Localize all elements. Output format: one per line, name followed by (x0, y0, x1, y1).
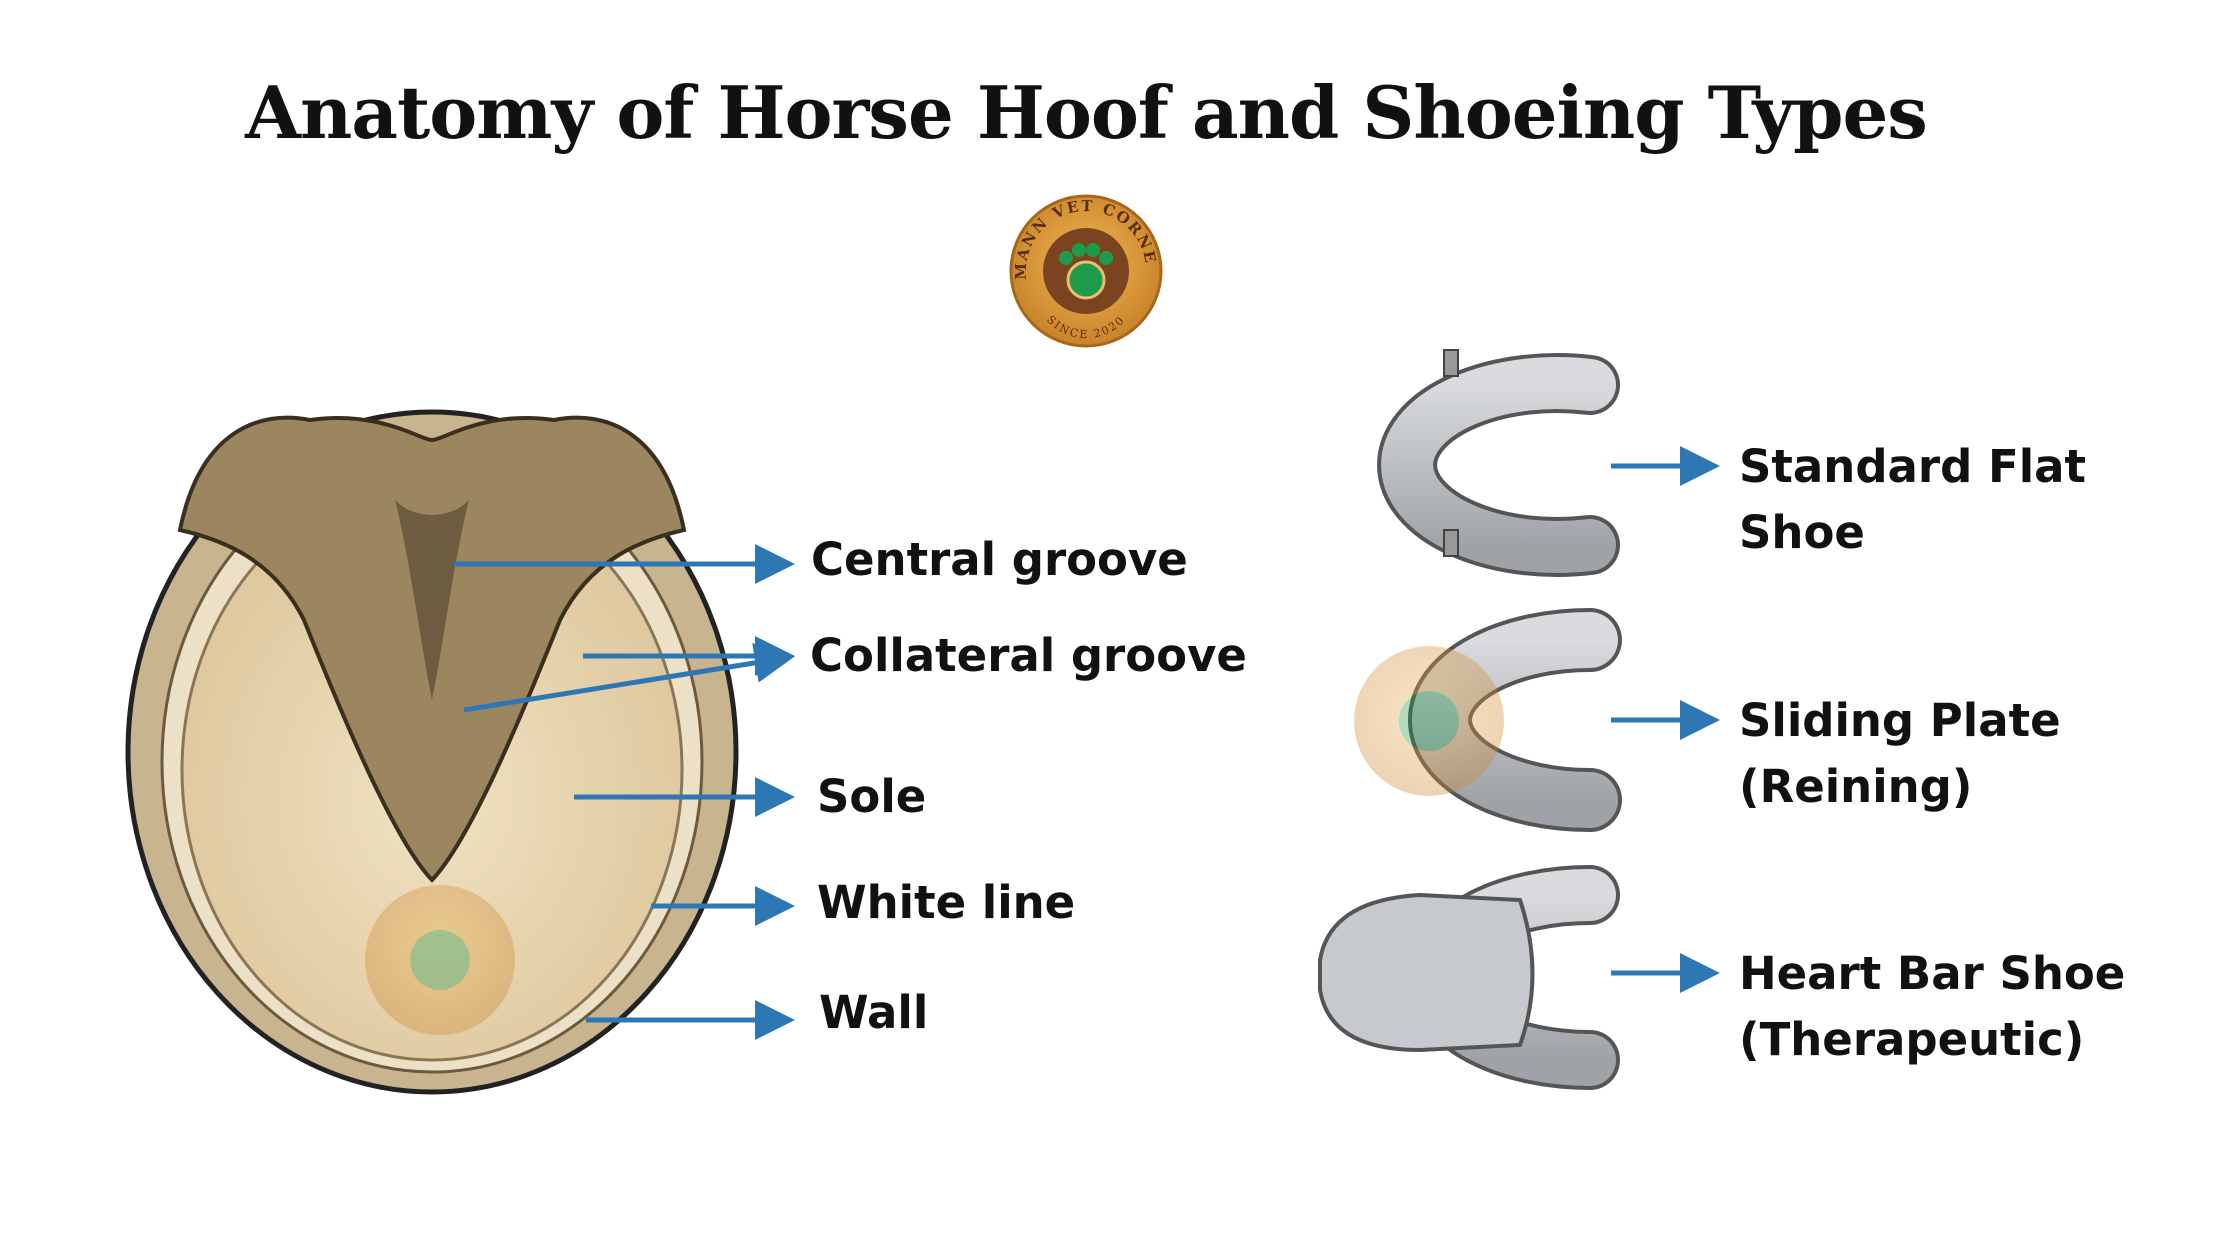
label-line: (Reining) (1739, 760, 1973, 813)
label-wall: Wall (819, 986, 929, 1039)
hoof-illustration (125, 409, 739, 1095)
label-heart-bar-shoe: Heart Bar Shoe (Therapeutic) (1739, 941, 2125, 1073)
heart-bar-shoe (1318, 865, 1620, 1090)
label-line: Standard Flat (1739, 440, 2087, 493)
label-collateral-groove: Collateral groove (810, 629, 1247, 682)
label-sliding-plate: Sliding Plate (Reining) (1739, 688, 2061, 820)
standard-flat-shoe (1377, 349, 1620, 577)
label-sole: Sole (817, 770, 927, 823)
label-line: Sliding Plate (1739, 694, 2061, 747)
watermark-logo (365, 646, 1504, 1035)
label-line: Shoe (1739, 506, 1865, 559)
label-white-line: White line (817, 876, 1076, 929)
arrow-collateral-groove-2 (463, 643, 795, 713)
mann-vet-corner-logo: MANN VET CORNER SINCE 2020 (0, 0, 1163, 348)
label-central-groove: Central groove (811, 533, 1188, 586)
page-title: Anatomy of Horse Hoof and Shoeing Types (245, 70, 1928, 155)
label-line: (Therapeutic) (1739, 1013, 2085, 1066)
label-line: Heart Bar Shoe (1739, 947, 2126, 1000)
